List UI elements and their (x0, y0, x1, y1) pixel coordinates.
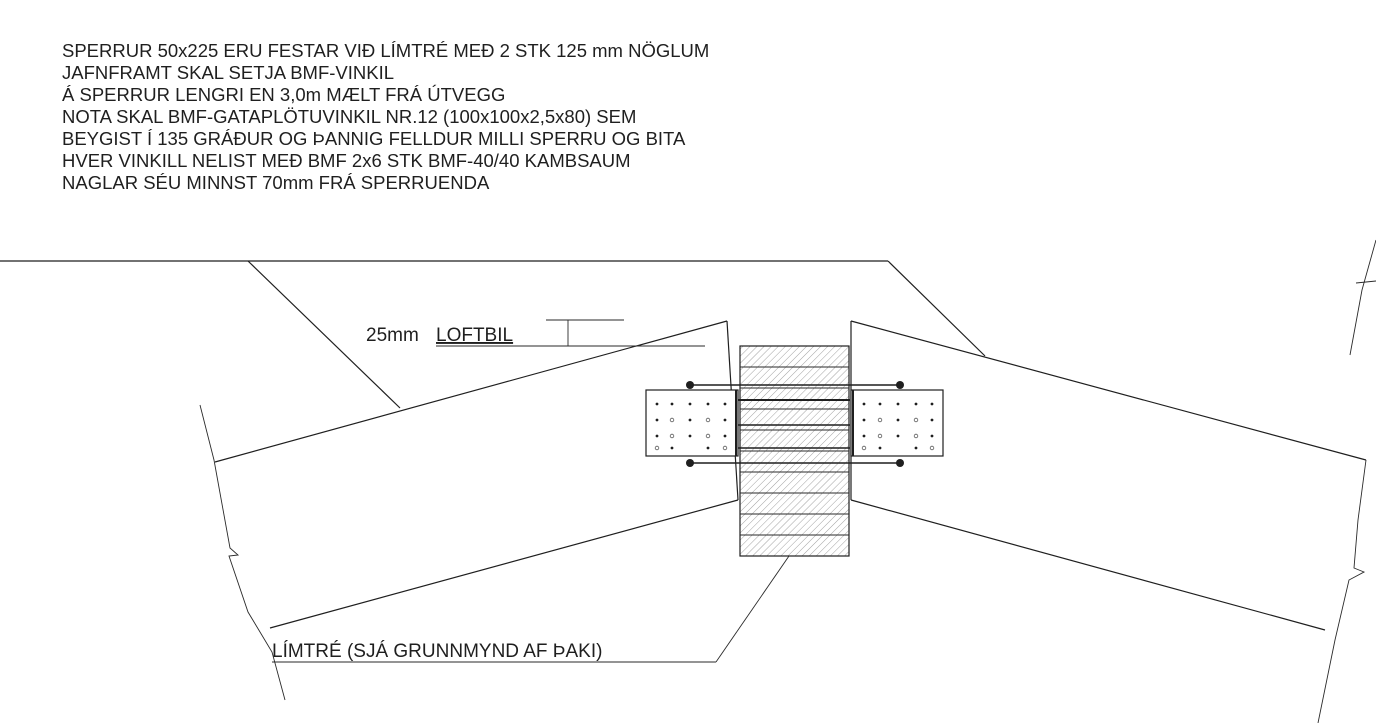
air-gap-label: LOFTBIL (436, 325, 513, 346)
note-line: Á SPERRUR LENGRI EN 3,0m MÆLT FRÁ ÚTVEGG (62, 84, 505, 105)
construction-notes: SPERRUR 50x225 ERU FESTAR VIÐ LÍMTRÉ MEÐ… (62, 40, 709, 193)
air-gap-dimension: 25mm LOFTBIL (366, 319, 705, 347)
left-angle-plate (645, 389, 739, 457)
note-line: BEYGIST Í 135 GRÁÐUR OG ÞANNIG FELLDUR M… (62, 128, 686, 149)
glulam-beam (739, 345, 850, 557)
right-angle-plate (850, 389, 944, 457)
glulam-label: LÍMTRÉ (SJÁ GRUNNMYND AF ÞAKI) (272, 555, 790, 663)
nails (686, 381, 904, 467)
note-line: SPERRUR 50x225 ERU FESTAR VIÐ LÍMTRÉ MEÐ… (62, 40, 709, 61)
glulam-label-text: LÍMTRÉ (SJÁ GRUNNMYND AF ÞAKI) (272, 641, 602, 662)
roof-outline (0, 260, 986, 409)
note-line: NAGLAR SÉU MINNST 70mm FRÁ SPERRUENDA (62, 172, 490, 193)
note-line: JAFNFRAMT SKAL SETJA BMF-VINKIL (62, 62, 394, 83)
right-rafter (850, 239, 1376, 723)
note-line: NOTA SKAL BMF-GATAPLÖTUVINKIL NR.12 (100… (62, 106, 636, 127)
note-line: HVER VINKILL NELIST MEÐ BMF 2x6 STK BMF-… (62, 150, 631, 171)
air-gap-value: 25mm (366, 325, 419, 346)
